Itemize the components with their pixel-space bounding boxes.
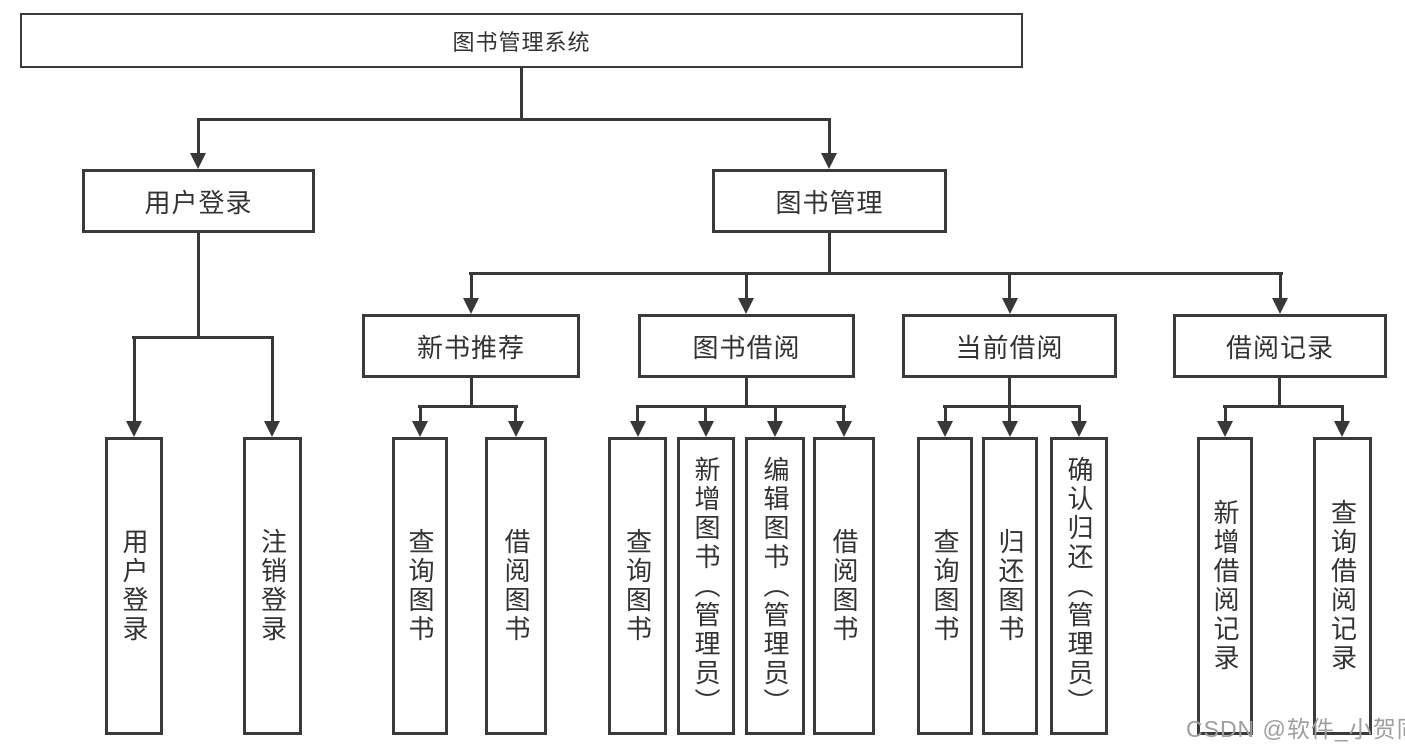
node-bb-query-books: 查询图书: [608, 437, 667, 735]
connector-arrowhead: [1002, 298, 1018, 314]
node-bb-borrow-books: 借阅图书: [813, 437, 875, 735]
node-label: 当前借阅: [955, 332, 1064, 363]
connector-stem: [514, 405, 517, 423]
connector-arrowhead: [463, 298, 479, 314]
connector-stem: [636, 405, 639, 423]
connector-arrowhead: [1002, 421, 1018, 437]
connector-arrowhead: [1272, 298, 1288, 314]
connector-stem: [1078, 405, 1081, 423]
node-label: 查询图书: [405, 528, 435, 644]
node-label: 图书管理系统: [452, 29, 591, 55]
connector-stem-borrow-records: [1279, 272, 1282, 302]
node-cb-query-books: 查询图书: [917, 437, 973, 735]
node-user-login: 用户登录: [82, 169, 315, 233]
node-br-add-borrow-record: 新增借阅记录: [1197, 437, 1253, 735]
connector-arrowhead: [412, 421, 428, 437]
connector-arrowhead: [1334, 421, 1350, 437]
connector-arrowhead: [1217, 421, 1233, 437]
connector-stem-logout-leaf: [271, 336, 274, 423]
connector-stem: [842, 405, 845, 423]
csdn-watermark: CSDN @软件_小贺同学: [1186, 716, 1405, 742]
connector-user-login-hline: [132, 336, 274, 339]
node-label: 查询借阅记录: [1327, 499, 1358, 673]
connector-stem-user-login: [197, 118, 200, 156]
connector-arrowhead: [126, 421, 142, 437]
connector-arrowhead: [508, 421, 524, 437]
connector-stem: [1224, 405, 1227, 423]
connector-arrowhead: [767, 421, 783, 437]
node-label: 编辑图书（管理员）: [760, 455, 790, 717]
connector-stem: [704, 405, 707, 423]
node-label: 借阅记录: [1225, 332, 1334, 363]
node-label: 新书推荐: [416, 332, 525, 363]
connector-root-drop: [520, 66, 523, 120]
node-bb-edit-books-admin: 编辑图书（管理员）: [745, 437, 805, 735]
node-label: 新增图书（管理员）: [691, 455, 721, 717]
node-label: 图书管理: [775, 187, 884, 218]
node-label: 查询图书: [930, 528, 960, 644]
node-label: 新增借阅记录: [1210, 499, 1240, 673]
connector-bb-hline: [636, 405, 846, 408]
node-cb-return-books: 归还图书: [982, 437, 1038, 735]
connector-arrowhead: [738, 298, 754, 314]
connector-stem: [774, 405, 777, 423]
connector-arrowhead: [1071, 421, 1087, 437]
connector-arrowhead: [190, 153, 206, 169]
connector-user-login-drop: [197, 233, 200, 338]
connector-cb-hline: [943, 405, 1081, 408]
connector-cb-drop: [1008, 378, 1011, 407]
node-label: 确认归还（管理员）: [1064, 455, 1094, 717]
node-leaf-user-login: 用户登录: [105, 437, 163, 735]
connector-stem-current-borrow: [1008, 272, 1011, 302]
connector-arrowhead: [698, 421, 714, 437]
node-new-book-recommend: 新书推荐: [362, 314, 580, 378]
connector-stem: [1341, 405, 1344, 423]
connector-stem-login-leaf: [133, 336, 136, 423]
node-nbr-query-books: 查询图书: [392, 437, 448, 735]
node-label: 用户登录: [144, 187, 253, 218]
connector-bb-drop: [745, 378, 748, 407]
node-label: 查询图书: [622, 528, 653, 644]
connector-stem-new-book: [470, 272, 473, 302]
node-label: 注销登录: [257, 528, 288, 644]
connector-stem-book-management: [828, 118, 831, 156]
connector-nbr-hline: [418, 405, 518, 408]
connector-stem: [944, 405, 947, 423]
node-nbr-borrow-books: 借阅图书: [485, 437, 547, 735]
node-label: 借阅图书: [829, 528, 859, 644]
node-bb-add-books-admin: 新增图书（管理员）: [677, 437, 735, 735]
connector-br-drop: [1278, 378, 1281, 407]
node-book-borrowing: 图书借阅: [638, 314, 855, 378]
node-borrowing-records: 借阅记录: [1173, 314, 1387, 378]
connector-nbr-drop: [470, 378, 473, 407]
node-label: 归还图书: [995, 528, 1025, 644]
node-label: 借阅图书: [501, 528, 531, 644]
node-root-library-system: 图书管理系统: [20, 13, 1023, 68]
connector-stem: [1008, 405, 1011, 423]
connector-arrowhead: [264, 421, 280, 437]
connector-level2-hline: [197, 118, 831, 121]
connector-arrowhead: [836, 421, 852, 437]
connector-modules-hline: [469, 272, 1283, 275]
node-br-query-borrow-record: 查询借阅记录: [1313, 437, 1372, 735]
node-label: 图书借阅: [692, 332, 801, 363]
connector-arrowhead: [937, 421, 953, 437]
node-current-borrowing: 当前借阅: [902, 314, 1117, 378]
node-cb-confirm-return-admin: 确认归还（管理员）: [1050, 437, 1108, 735]
node-leaf-logout: 注销登录: [243, 437, 302, 735]
connector-arrowhead: [821, 153, 837, 169]
connector-stem-book-borrow: [745, 272, 748, 302]
node-label: 用户登录: [119, 528, 149, 644]
node-book-management: 图书管理: [712, 169, 947, 233]
connector-book-mgmt-drop: [828, 233, 831, 274]
connector-stem: [419, 405, 422, 423]
connector-br-hline: [1223, 405, 1344, 408]
connector-arrowhead: [630, 421, 646, 437]
